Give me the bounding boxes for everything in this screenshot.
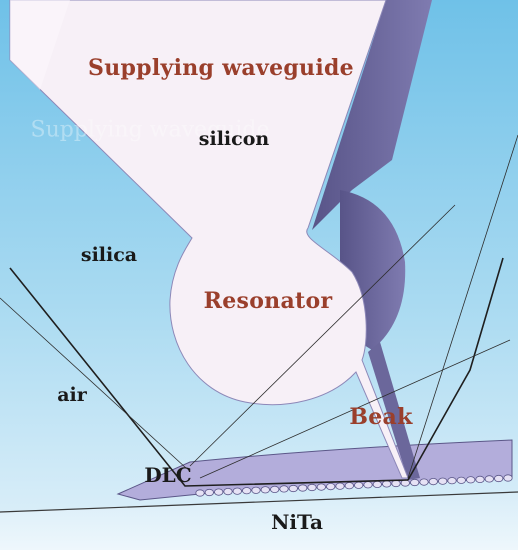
silicon-facet xyxy=(10,0,70,90)
air-cavity-line-right xyxy=(407,257,504,481)
dlc-bead xyxy=(232,487,242,495)
dlc-bead xyxy=(214,488,224,496)
dlc-bead xyxy=(456,476,466,484)
dlc-bead xyxy=(288,484,298,493)
dlc-bead xyxy=(223,487,233,496)
label-beak: Beak xyxy=(349,404,413,430)
dlc-bead xyxy=(419,478,429,486)
label-resonator: Resonator xyxy=(203,288,333,314)
dlc-bead xyxy=(354,481,364,489)
beak-side-face xyxy=(368,342,420,480)
ghost-text-1: Supplying waveguide xyxy=(30,117,270,143)
label-nita: NiTa xyxy=(271,510,323,534)
dlc-bead xyxy=(344,482,354,490)
waveguide-side-face xyxy=(312,0,432,230)
dlc-bead xyxy=(410,478,420,487)
dlc-bead xyxy=(298,484,308,492)
dlc-bead xyxy=(279,485,289,493)
nita-substrate xyxy=(0,492,518,550)
construction-line-4 xyxy=(407,134,518,479)
dlc-bead xyxy=(251,486,261,494)
dlc-bead xyxy=(307,483,317,492)
label-air: air xyxy=(57,384,87,406)
dlc-bead xyxy=(503,474,513,482)
air-cavity-line-left xyxy=(9,267,409,487)
dlc-bead xyxy=(270,485,280,493)
label-supplying-waveguide: Supplying waveguide xyxy=(88,55,354,81)
construction-line-2 xyxy=(189,204,456,467)
construction-line-1 xyxy=(0,297,187,469)
dlc-bead xyxy=(195,489,205,497)
dlc-bead xyxy=(438,477,448,485)
dlc-bead xyxy=(484,475,494,483)
dlc-bead xyxy=(382,480,392,488)
construction-line-3 xyxy=(199,339,511,479)
dlc-bead xyxy=(372,480,382,488)
dlc-bead xyxy=(475,475,485,483)
dlc-bead xyxy=(242,487,252,495)
dlc-bead xyxy=(316,483,326,491)
dlc-bead xyxy=(447,477,457,485)
dlc-bead xyxy=(204,488,214,497)
dlc-bead xyxy=(428,477,438,486)
substrate-edge-line xyxy=(0,491,518,513)
dlc-bead xyxy=(494,474,504,483)
dlc-bead xyxy=(326,482,336,491)
dlc-bead-row xyxy=(195,474,513,497)
label-silicon: silicon xyxy=(198,128,270,150)
label-silica: silica xyxy=(80,244,138,266)
silicon-waveguide xyxy=(9,0,409,479)
dlc-bead xyxy=(335,482,345,490)
dlc-bead xyxy=(391,479,401,488)
dlc-bead xyxy=(466,476,476,484)
dlc-bead xyxy=(363,481,373,489)
dlc-bead xyxy=(260,486,270,494)
label-dlc: DLC xyxy=(144,463,192,487)
